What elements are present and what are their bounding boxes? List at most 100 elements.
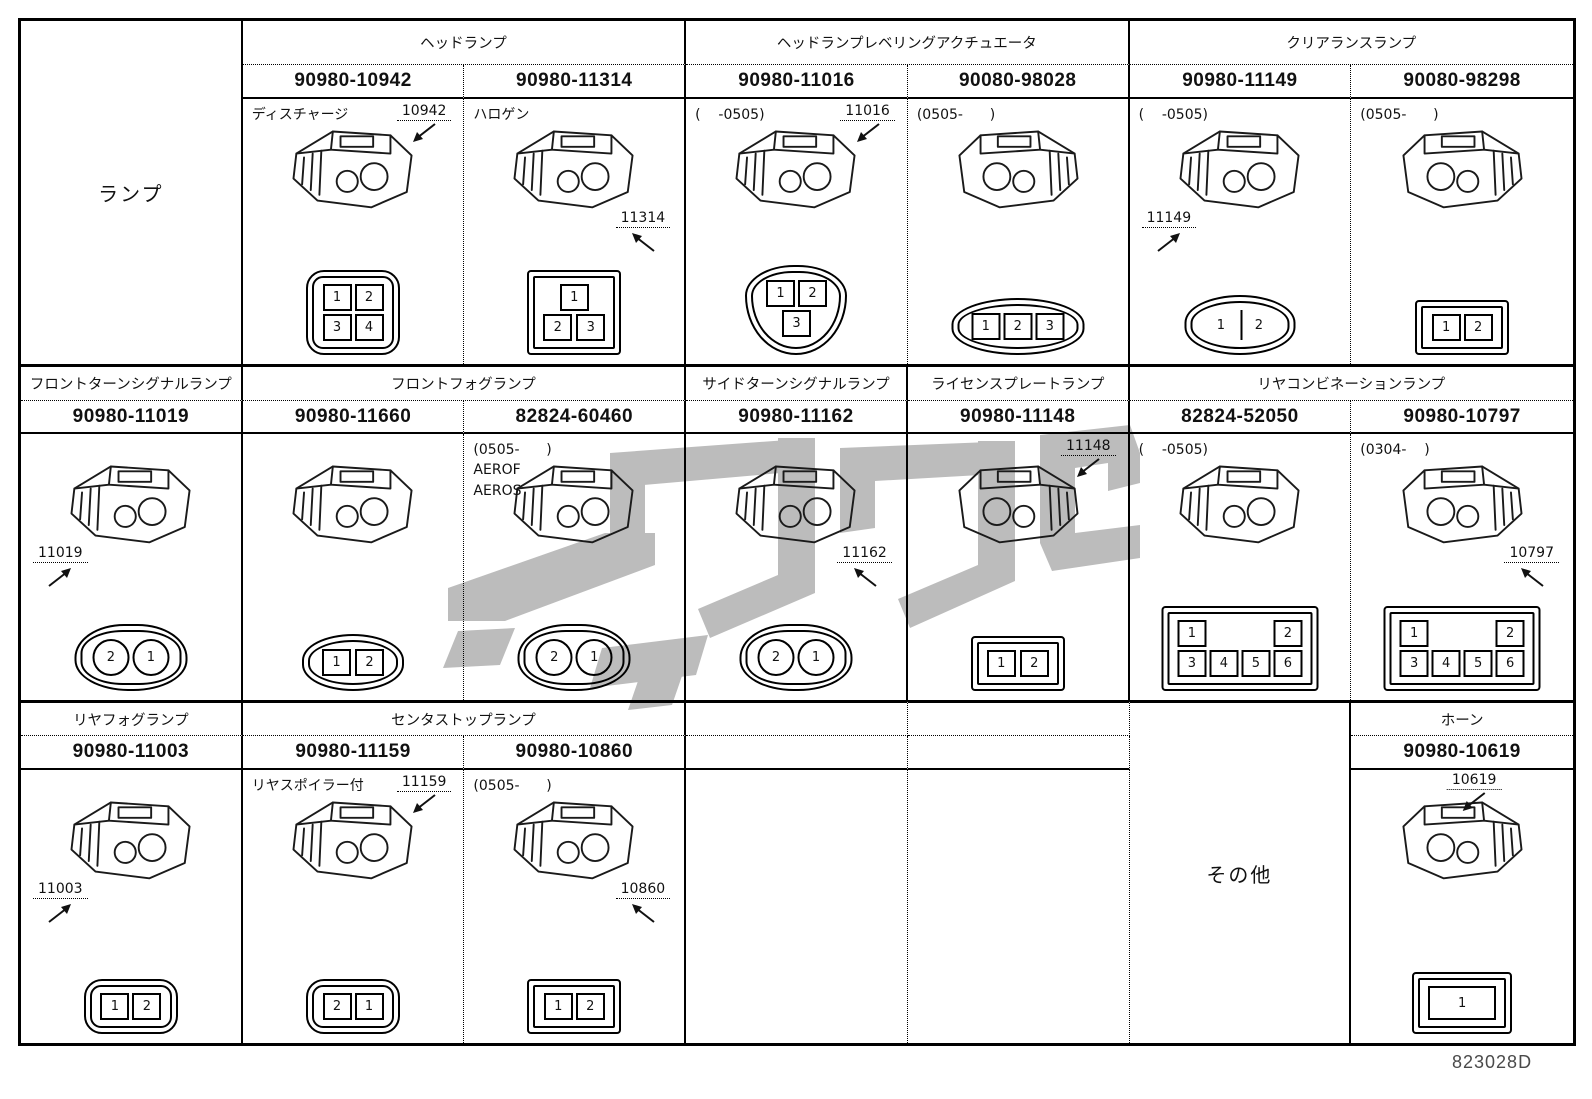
callout-number: 11162 <box>837 546 892 563</box>
pin-cavity-1: 1 <box>1431 314 1461 341</box>
connector-iso-drawing <box>279 790 427 890</box>
pin-cavity-3: 3 <box>1177 650 1207 677</box>
part-number: 90980-11162 <box>738 405 854 427</box>
connector-iso-drawing <box>944 119 1092 219</box>
pin-cavity-1: 1 <box>797 639 835 676</box>
group-header: クリアランスランプ <box>1129 21 1573 65</box>
callout-number: 10797 <box>1504 546 1559 563</box>
pin-cavity-3: 3 <box>1035 313 1065 340</box>
pin-diagram: 1 <box>1412 972 1513 1034</box>
callout-label: 11148 <box>1061 439 1116 481</box>
callout-label: 11159 <box>396 775 452 817</box>
pin-cavity-1: 1 <box>322 649 352 676</box>
part-number-cell: 90980-11016 <box>686 65 908 99</box>
note-label: ( -0505) <box>695 107 765 123</box>
group-header-label: フロントターンシグナルランプ <box>29 377 232 393</box>
group-header: サイドターンシグナルランプ <box>686 364 908 401</box>
callout-number: 10619 <box>1446 773 1502 790</box>
callout-label: 11016 <box>840 104 895 146</box>
callout-label: 11019 <box>33 546 88 588</box>
note-label: ( -0505) <box>1138 107 1208 123</box>
part-number: 90980-11660 <box>294 405 412 427</box>
pin-cavity-5: 5 <box>1241 650 1271 677</box>
callout-number: 11314 <box>615 211 671 228</box>
part-number-cell: 90980-11148 <box>907 401 1130 434</box>
part-number-cell: 90980-11003 <box>21 736 243 770</box>
callout-arrow-icon <box>631 904 655 923</box>
part-number: 90980-10942 <box>294 70 412 91</box>
pin-cavity-1: 1 <box>100 993 130 1020</box>
part-number-cell: 90980-11162 <box>686 401 908 434</box>
group-header: ヘッドランプレベリングアクチュエータ <box>686 21 1130 65</box>
callout-arrow-icon <box>48 904 72 923</box>
part-number: 90980-11314 <box>516 70 633 91</box>
pin-cavity-1: 1 <box>986 650 1016 677</box>
pin-cavity-2: 2 <box>92 639 130 676</box>
pin-cavity-1: 1 <box>1216 317 1226 333</box>
pin-cavity-5: 5 <box>1463 650 1493 677</box>
lamp-row-label: ランプ <box>98 182 164 206</box>
callout-label: 11003 <box>33 882 88 924</box>
pin-cavity-1: 1 <box>1177 620 1207 647</box>
group-header-label: フロントフォグランプ <box>391 377 536 393</box>
pin-cavity-2: 2 <box>354 284 384 311</box>
part-number-cell: 90980-10942 <box>242 65 465 99</box>
part-number-cell: 90080-98028 <box>907 65 1130 99</box>
callout-label: 10797 <box>1504 546 1559 588</box>
callout-number: 11019 <box>33 546 88 563</box>
note-label: (0505- ) <box>916 107 996 123</box>
connector-iso-drawing <box>500 454 648 554</box>
group-header: リヤフォグランプ <box>21 700 243 736</box>
connector-iso-drawing <box>1388 119 1536 219</box>
watermark-logo <box>443 425 1140 710</box>
part-number: 90980-11149 <box>1182 70 1298 91</box>
callout-label: 10942 <box>396 104 452 146</box>
part-number: 90080-98028 <box>958 70 1077 91</box>
part-number: 90980-11019 <box>72 405 190 427</box>
callout-arrow-icon <box>856 123 880 142</box>
group-header: リヤコンビネーションランプ <box>1129 364 1573 401</box>
pin-cavity-2: 2 <box>535 639 573 676</box>
pin-cavity-3: 3 <box>322 314 352 341</box>
part-number-cell: 90080-98298 <box>1351 65 1573 99</box>
callout-number: 11016 <box>840 104 895 121</box>
pin-cavity-6: 6 <box>1495 650 1525 677</box>
connector-table: ランプ その他 ヘッドランプヘッドランプレベリングアクチュエータクリアランスラン… <box>18 18 1576 1046</box>
note-label: (0505- ) <box>1360 107 1439 123</box>
pin-cavity-4: 4 <box>354 314 384 341</box>
pin-cavity-2: 2 <box>575 993 605 1020</box>
callout-label: 10619 <box>1446 773 1502 815</box>
connector-cell: 1 10619 <box>1351 770 1573 1043</box>
part-number-cell <box>686 736 908 770</box>
group-header-label: リヤフォグランプ <box>73 712 189 729</box>
part-number-cell: 90980-10619 <box>1351 736 1573 770</box>
callout-arrow-icon <box>413 794 436 813</box>
part-number: 90980-10860 <box>515 741 634 762</box>
group-header-label: サイドターンシグナルランプ <box>702 377 890 393</box>
part-number: 90980-11159 <box>295 741 411 762</box>
pin-cavity-2: 2 <box>355 649 385 676</box>
part-number-cell: 90980-10797 <box>1351 401 1573 434</box>
pin-cavity-2: 2 <box>543 314 573 341</box>
note-label: ディスチャージ <box>251 107 349 123</box>
part-number-cell: 90980-11159 <box>242 736 465 770</box>
group-header-label: センタストップランプ <box>391 712 536 729</box>
part-number-cell <box>907 736 1130 770</box>
